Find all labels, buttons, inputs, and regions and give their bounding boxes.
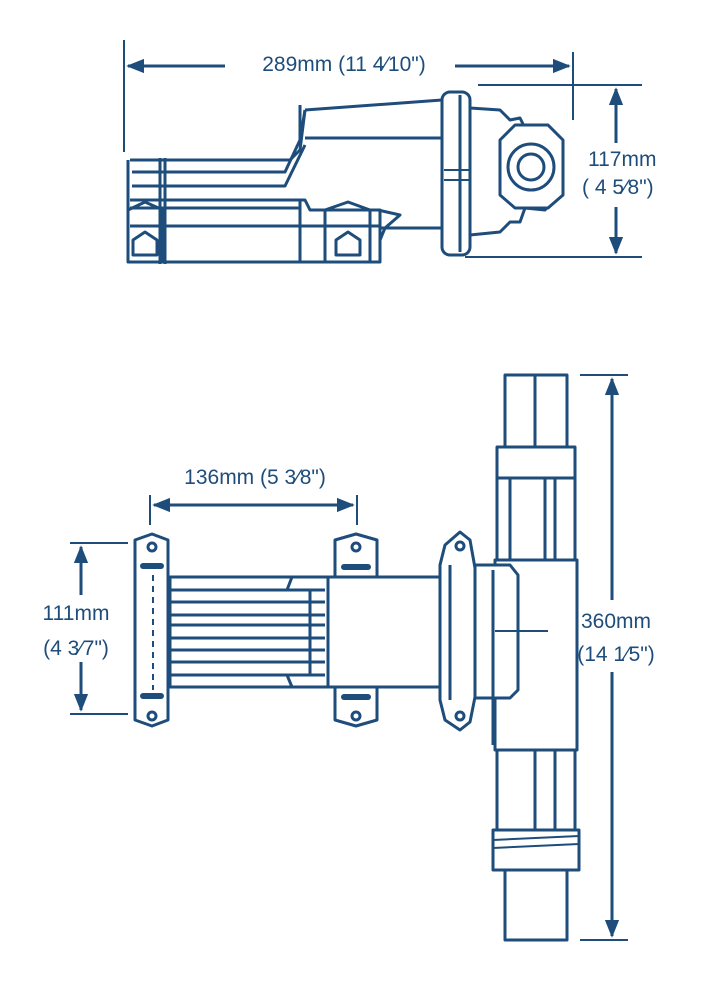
- shaft-housing-top: [298, 98, 443, 230]
- mounting-bracket-right: [333, 532, 379, 728]
- overall-height-label-mm: 360mm: [581, 610, 651, 633]
- length-dimension: [123, 40, 574, 152]
- flange-side: [438, 530, 477, 732]
- mount-width-label-in: (4 3⁄7"): [43, 637, 109, 660]
- height-dimension: [465, 84, 642, 258]
- top-view: 289mm (11 4⁄10") 117mm ( 4 5⁄8"): [123, 40, 656, 264]
- overall-height-label-in: (14 1⁄5"): [577, 643, 655, 666]
- motor-body-side: [168, 575, 442, 689]
- flange-top: [440, 90, 472, 257]
- height-label-mm: 117mm: [588, 148, 656, 171]
- motor-body-top: [126, 109, 402, 264]
- overall-height-dimension: [580, 374, 628, 941]
- mount-spacing-label: 136mm (5 3⁄8"): [184, 466, 326, 489]
- length-label: 289mm (11 4⁄10"): [262, 53, 425, 76]
- mount-spacing-dimension: [149, 495, 358, 525]
- mount-width-dimension: [70, 542, 128, 715]
- pump-head-side: [473, 563, 548, 745]
- pump-head-top: [468, 106, 565, 237]
- side-view: 136mm (5 3⁄8") 111mm (4 3⁄7") 360mm (14 …: [43, 373, 655, 942]
- mounting-bracket-left: [133, 532, 170, 728]
- mount-width-label-mm: 111mm: [43, 602, 110, 625]
- height-label-in: ( 4 5⁄8"): [582, 176, 654, 199]
